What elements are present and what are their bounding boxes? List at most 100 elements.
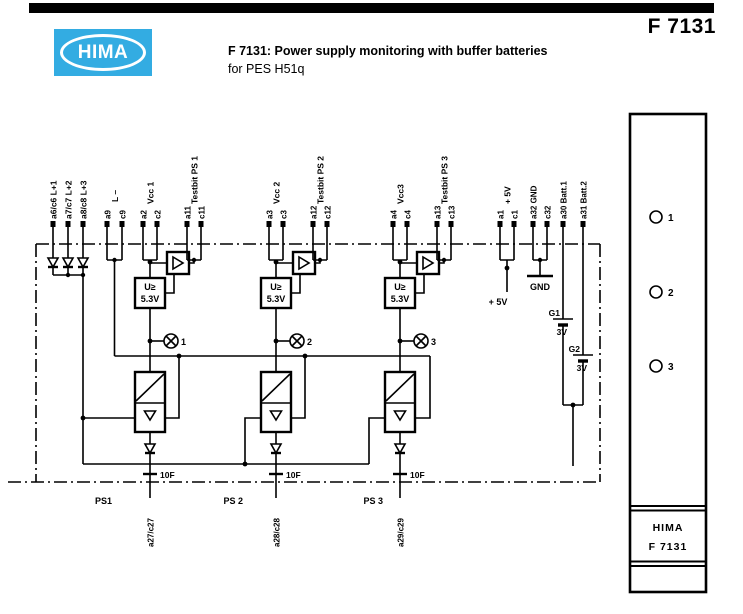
terminal-label-c9: c9 bbox=[119, 210, 128, 219]
diode-icon bbox=[393, 443, 407, 455]
lamp-number: 3 bbox=[431, 337, 436, 347]
terminal-label-a9: a9 bbox=[104, 210, 113, 219]
battery-name-g2: G2 bbox=[569, 344, 581, 354]
terminal-label-c1: c1 bbox=[511, 210, 520, 219]
diode-icon bbox=[61, 257, 75, 269]
led-2-label: 2 bbox=[668, 288, 674, 299]
page-title: F 7131: Power supply monitoring with buf… bbox=[228, 44, 548, 58]
gnd-node-label: GND bbox=[530, 282, 551, 292]
plus5v-terminal-label: + 5V bbox=[503, 186, 513, 204]
dc-converter-icon bbox=[259, 370, 293, 434]
dc-converter-icon bbox=[383, 370, 417, 434]
terminal-label-a3: a3 bbox=[266, 210, 275, 219]
terminal-label-a30: a30 Batt.1 bbox=[560, 181, 569, 219]
circuit-frame bbox=[8, 243, 601, 483]
voltage-comparator-icon: U≥ 5.3V bbox=[133, 276, 167, 310]
terminal-label-lplus2: a7/c7 L+2 bbox=[64, 180, 74, 219]
lamp-number: 1 bbox=[181, 337, 186, 347]
hima-logo: HIMA bbox=[54, 29, 152, 76]
terminal-label-a2: a2 bbox=[140, 210, 149, 219]
lamp-indicator-icon bbox=[289, 333, 305, 349]
vcc2-label: Vcc 2 bbox=[272, 182, 282, 204]
page-subtitle: for PES H51q bbox=[228, 61, 305, 76]
voltage-comparator-icon: U≥ 5.3V bbox=[259, 276, 293, 310]
terminal-label-lplus3: a8/c8 L+3 bbox=[79, 180, 89, 219]
testbit1-label: Testbit PS 1 bbox=[190, 156, 200, 204]
terminal-markers bbox=[50, 221, 586, 227]
comparator-threshold: 5.3V bbox=[391, 294, 410, 304]
bottom-rail bbox=[83, 461, 369, 467]
supply-5v-group: a1 c1 + 5V + 5V bbox=[489, 186, 520, 307]
ps-label: PS 3 bbox=[363, 496, 383, 506]
comparator-threshold: 5.3V bbox=[141, 294, 160, 304]
lminus-label: L – bbox=[110, 190, 120, 202]
diode-icon bbox=[143, 443, 157, 455]
ps-label: PS 2 bbox=[223, 496, 243, 506]
mid-rail bbox=[114, 353, 430, 359]
diode-icon bbox=[76, 257, 90, 269]
battery-name-g1: G1 bbox=[549, 308, 561, 318]
doc-code: F 7131 bbox=[647, 15, 716, 38]
battery-voltage-g1: 3V bbox=[557, 327, 568, 337]
buffer-amplifier-icon bbox=[165, 250, 191, 276]
panel-brand-label: HIMA bbox=[653, 522, 684, 534]
terminal-label-c13: c13 bbox=[448, 205, 457, 219]
terminal-label-c12: c12 bbox=[324, 205, 333, 219]
battery-cell-icon-g1 bbox=[553, 318, 573, 327]
output-terminal-label: a29/c29 bbox=[397, 518, 406, 547]
led-3-label: 3 bbox=[668, 362, 674, 373]
plus5v-node-label: + 5V bbox=[489, 297, 508, 307]
buffer-amplifier-icon bbox=[415, 250, 441, 276]
terminal-label-a4: a4 bbox=[390, 210, 399, 219]
terminal-label-a31: a31 Batt.2 bbox=[580, 181, 589, 219]
output-terminal-label: a28/c28 bbox=[273, 518, 282, 547]
channel-3: U≥ 5.3V 3 10F PS 3 bbox=[363, 156, 456, 547]
terminal-label-c4: c4 bbox=[404, 210, 413, 219]
terminal-label-a11: a11 bbox=[184, 206, 193, 219]
lplus-input-group: a6/c6 L+1 a7/c7 L+2 a8/c8 L+3 bbox=[46, 180, 90, 464]
terminal-label-c2: c2 bbox=[154, 210, 163, 219]
channel-1: U≥ 5.3V 1 10F PS1 bbox=[83, 156, 207, 547]
ground-group: a32 GND c32 GND bbox=[527, 185, 553, 292]
comparator-threshold: 5.3V bbox=[267, 294, 286, 304]
vcc3-label: Vcc3 bbox=[396, 184, 406, 204]
diode-icon bbox=[46, 257, 60, 269]
voltage-comparator-icon: U≥ 5.3V bbox=[383, 276, 417, 310]
comparator-symbol: U≥ bbox=[394, 282, 405, 292]
buffer-amplifier-icon bbox=[291, 250, 317, 276]
hima-logo-text: HIMA bbox=[77, 41, 129, 63]
battery-cell-icon-g2 bbox=[573, 354, 593, 363]
panel-model-label: F 7131 bbox=[649, 541, 688, 553]
battery-voltage-g2: 3V bbox=[577, 363, 588, 373]
title-block: F 7131: Power supply monitoring with buf… bbox=[228, 44, 628, 77]
comparator-symbol: U≥ bbox=[270, 282, 281, 292]
terminal-label-c3: c3 bbox=[280, 210, 289, 219]
terminal-label-c32: c32 bbox=[544, 205, 553, 219]
fuse-label: 10F bbox=[160, 470, 175, 480]
fuse-label: 10F bbox=[410, 470, 425, 480]
lamp-indicator-icon bbox=[413, 333, 429, 349]
hima-logo-ellipse-icon: HIMA bbox=[60, 34, 146, 71]
lminus-input-group: a9 c9 L – bbox=[104, 190, 128, 356]
terminal-label-a13: a13 bbox=[434, 205, 443, 219]
terminal-label-c11: c11 bbox=[198, 206, 207, 219]
led-2: 2 bbox=[649, 285, 674, 299]
ps-label: PS1 bbox=[95, 496, 112, 506]
output-terminal-label: a27/c27 bbox=[147, 518, 156, 547]
led-3: 3 bbox=[649, 359, 674, 373]
testbit2-label: Testbit PS 2 bbox=[316, 156, 326, 204]
fuse-label: 10F bbox=[286, 470, 301, 480]
testbit3-label: Testbit PS 3 bbox=[440, 156, 450, 204]
channel-2: U≥ 5.3V 2 10F PS 2 bbox=[223, 156, 332, 547]
terminal-label-lplus1: a6/c6 L+1 bbox=[49, 180, 59, 219]
terminal-label-a32: a32 GND bbox=[530, 185, 539, 219]
diode-icon bbox=[269, 443, 283, 455]
front-panel: 1 2 3 HIMA F 7131 bbox=[628, 112, 708, 594]
terminal-label-a1: a1 bbox=[497, 210, 506, 219]
header-rule-bar bbox=[29, 3, 714, 13]
battery-group: G1 3V G2 3V a30 Batt.1 a31 Batt.2 bbox=[549, 181, 593, 466]
led-1-label: 1 bbox=[668, 213, 674, 224]
vcc1-label: Vcc 1 bbox=[146, 182, 156, 204]
